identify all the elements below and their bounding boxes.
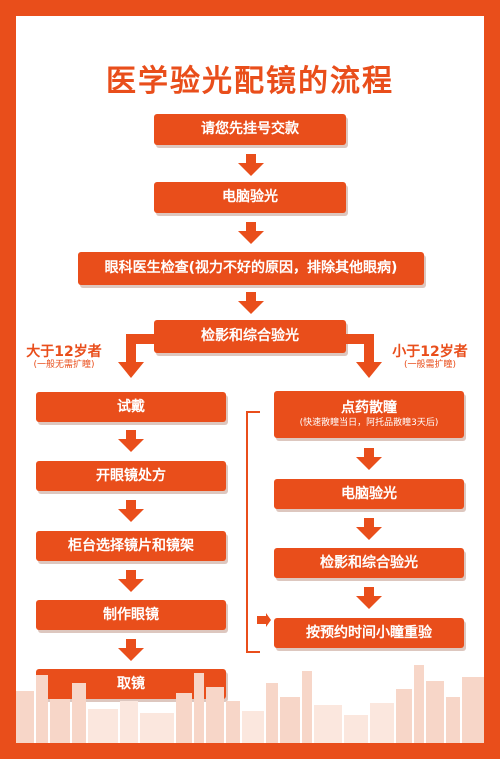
branch-right-label: 小于12岁者 (一般需扩瞳): [384, 344, 476, 370]
branch-left-age: 大于12岁者: [26, 344, 102, 360]
down-arrow-icon: [356, 587, 382, 609]
down-arrow-icon: [118, 430, 144, 452]
right-step-retinoscopy: 检影和综合验光: [274, 548, 464, 578]
left-step-label: 取镜: [117, 675, 145, 692]
left-step-label: 柜台选择镜片和镜架: [68, 537, 194, 554]
step-pay: 请您先挂号交款: [154, 114, 346, 145]
down-arrow-icon: [238, 222, 264, 244]
page-title: 医学验光配镜的流程: [106, 64, 394, 99]
right-step-label: 电脑验光: [341, 485, 397, 502]
skyline-decoration: [16, 665, 484, 743]
down-arrow-icon: [118, 500, 144, 522]
down-arrow-icon: [356, 448, 382, 470]
left-step-make-glasses: 制作眼镜: [36, 600, 226, 630]
right-pointer-icon: [257, 613, 271, 627]
step-retinoscopy-label: 检影和综合验光: [201, 328, 299, 345]
right-step-recheck: 按预约时间小瞳重验: [274, 618, 464, 648]
step-pay-label: 请您先挂号交款: [201, 121, 299, 138]
step-doctor-check-label: 眼科医生检查(视力不好的原因，排除其他眼病): [104, 260, 398, 277]
branch-left-note: (一般无需扩瞳): [33, 360, 95, 371]
poster-panel: 医学验光配镜的流程 请您先挂号交款 电脑验光 眼科医生检查(视力不好的原因，排除…: [16, 16, 484, 743]
down-arrow-icon: [118, 570, 144, 592]
step-doctor-check: 眼科医生检查(视力不好的原因，排除其他眼病): [78, 252, 424, 285]
right-step-dilate-label: 点药散瞳: [341, 400, 397, 417]
right-step-computer-refraction: 电脑验光: [274, 479, 464, 509]
down-arrow-icon: [238, 154, 264, 176]
left-step-trial: 试戴: [36, 392, 226, 422]
down-arrow-icon: [118, 639, 144, 661]
left-step-choose-frames: 柜台选择镜片和镜架: [36, 531, 226, 561]
right-step-dilate-note: (快速散瞳当日，阿托品散瞳3天后): [299, 418, 439, 429]
bent-arrow-icon: [118, 334, 156, 378]
connector-bracket: [246, 411, 260, 653]
right-step-label: 按预约时间小瞳重验: [306, 624, 432, 641]
step-computer-refraction-label: 电脑验光: [222, 189, 278, 206]
left-step-label: 制作眼镜: [103, 606, 159, 623]
step-retinoscopy: 检影和综合验光: [154, 320, 346, 353]
down-arrow-icon: [238, 292, 264, 314]
left-step-prescription: 开眼镜处方: [36, 461, 226, 491]
branch-left-label: 大于12岁者 (一般无需扩瞳): [20, 344, 108, 370]
down-arrow-icon: [356, 518, 382, 540]
bent-arrow-icon: [344, 334, 382, 378]
left-step-label: 开眼镜处方: [96, 467, 166, 484]
right-step-label: 检影和综合验光: [320, 554, 418, 571]
step-computer-refraction: 电脑验光: [154, 182, 346, 213]
branch-right-age: 小于12岁者: [392, 344, 468, 360]
right-step-dilate: 点药散瞳 (快速散瞳当日，阿托品散瞳3天后): [274, 391, 464, 438]
left-step-label: 试戴: [117, 398, 145, 415]
branch-right-note: (一般需扩瞳): [403, 360, 457, 371]
